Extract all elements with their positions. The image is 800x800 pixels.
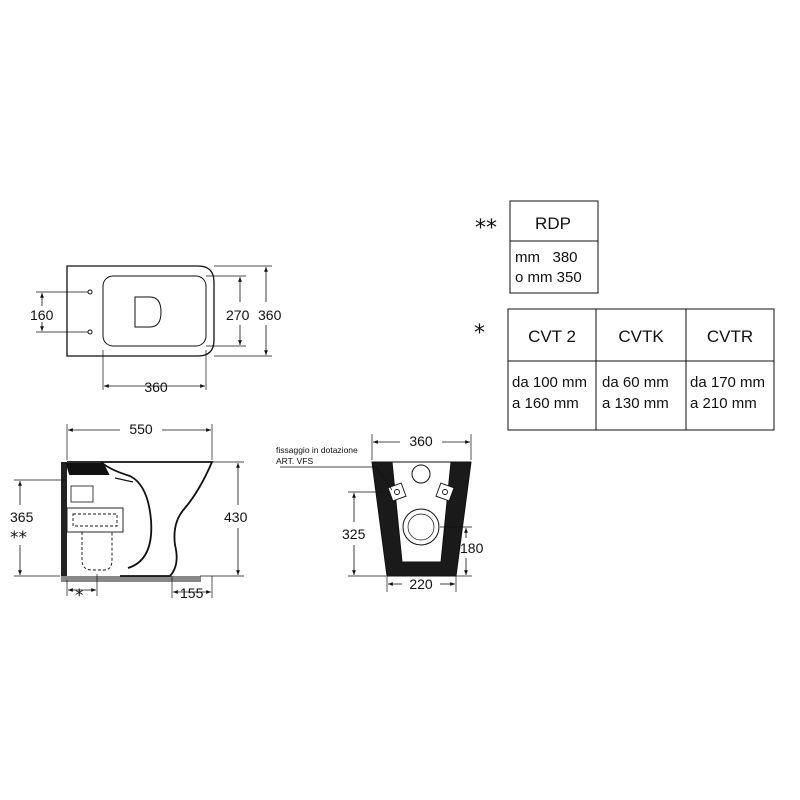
floor-section [61, 576, 201, 582]
cvt-cell-3-line1: da 170 mm [690, 374, 765, 391]
rdp-line2: o mm 350 [515, 269, 582, 286]
seat-profile [65, 463, 110, 475]
cvt-cell-2-line1: da 60 mm [602, 374, 669, 391]
cvt-header-1: CVT 2 [528, 327, 576, 346]
rear-dim-top: 360 [409, 433, 433, 449]
top-dim-inner: 270 [226, 307, 250, 323]
fixing-hole-bottom [87, 329, 93, 335]
top-view [36, 265, 272, 390]
waste-outlet [402, 508, 440, 546]
top-dim-left: 160 [30, 307, 54, 323]
cvt-mark: * [474, 321, 485, 346]
side-dim-outlet-mark: ** [10, 528, 27, 548]
cvt-cell-2-line2: a 130 mm [602, 395, 669, 412]
bowl-outlet-shape [134, 296, 162, 328]
rear-note-line1: fissaggio in dotazione [276, 445, 358, 455]
cvt-header-2: CVTK [618, 327, 664, 346]
rear-view [280, 434, 472, 592]
cvt-table [507, 308, 775, 431]
bowl-profile [67, 461, 214, 577]
rdp-mark: ** [475, 216, 497, 241]
toilet-top-outline [66, 265, 215, 357]
cvt-cell-3-line2: a 210 mm [690, 395, 757, 412]
rear-note-line2: ART. VFS [276, 456, 313, 466]
rear-dim-left: 325 [342, 526, 366, 542]
rdp-table [509, 200, 599, 294]
fixing-hole-top [87, 289, 93, 295]
waste-fitting [66, 485, 124, 571]
cvt-header-3: CVTR [707, 327, 753, 346]
rdp-line1: mm 380 [515, 249, 578, 266]
rear-dim-bottom: 220 [409, 576, 433, 592]
cvt-cell-1-line2: a 160 mm [512, 395, 579, 412]
top-dim-width: 360 [144, 379, 168, 395]
rear-dim-right: 180 [460, 540, 484, 556]
side-dim-offset-mark: * [75, 586, 84, 606]
rdp-header: RDP [535, 214, 571, 233]
side-dim-bottom: 155 [180, 585, 204, 601]
wall-section [61, 462, 67, 580]
top-dim-outer: 360 [258, 307, 282, 323]
seat-opening [102, 275, 207, 347]
cvt-cell-1-line1: da 100 mm [512, 374, 587, 391]
side-view [14, 424, 244, 598]
supply-inlet [411, 464, 431, 484]
side-dim-height: 430 [224, 509, 248, 525]
fixing-brackets [387, 482, 455, 502]
side-dim-length: 550 [129, 421, 153, 437]
side-dim-outlet: 365 [10, 509, 34, 525]
